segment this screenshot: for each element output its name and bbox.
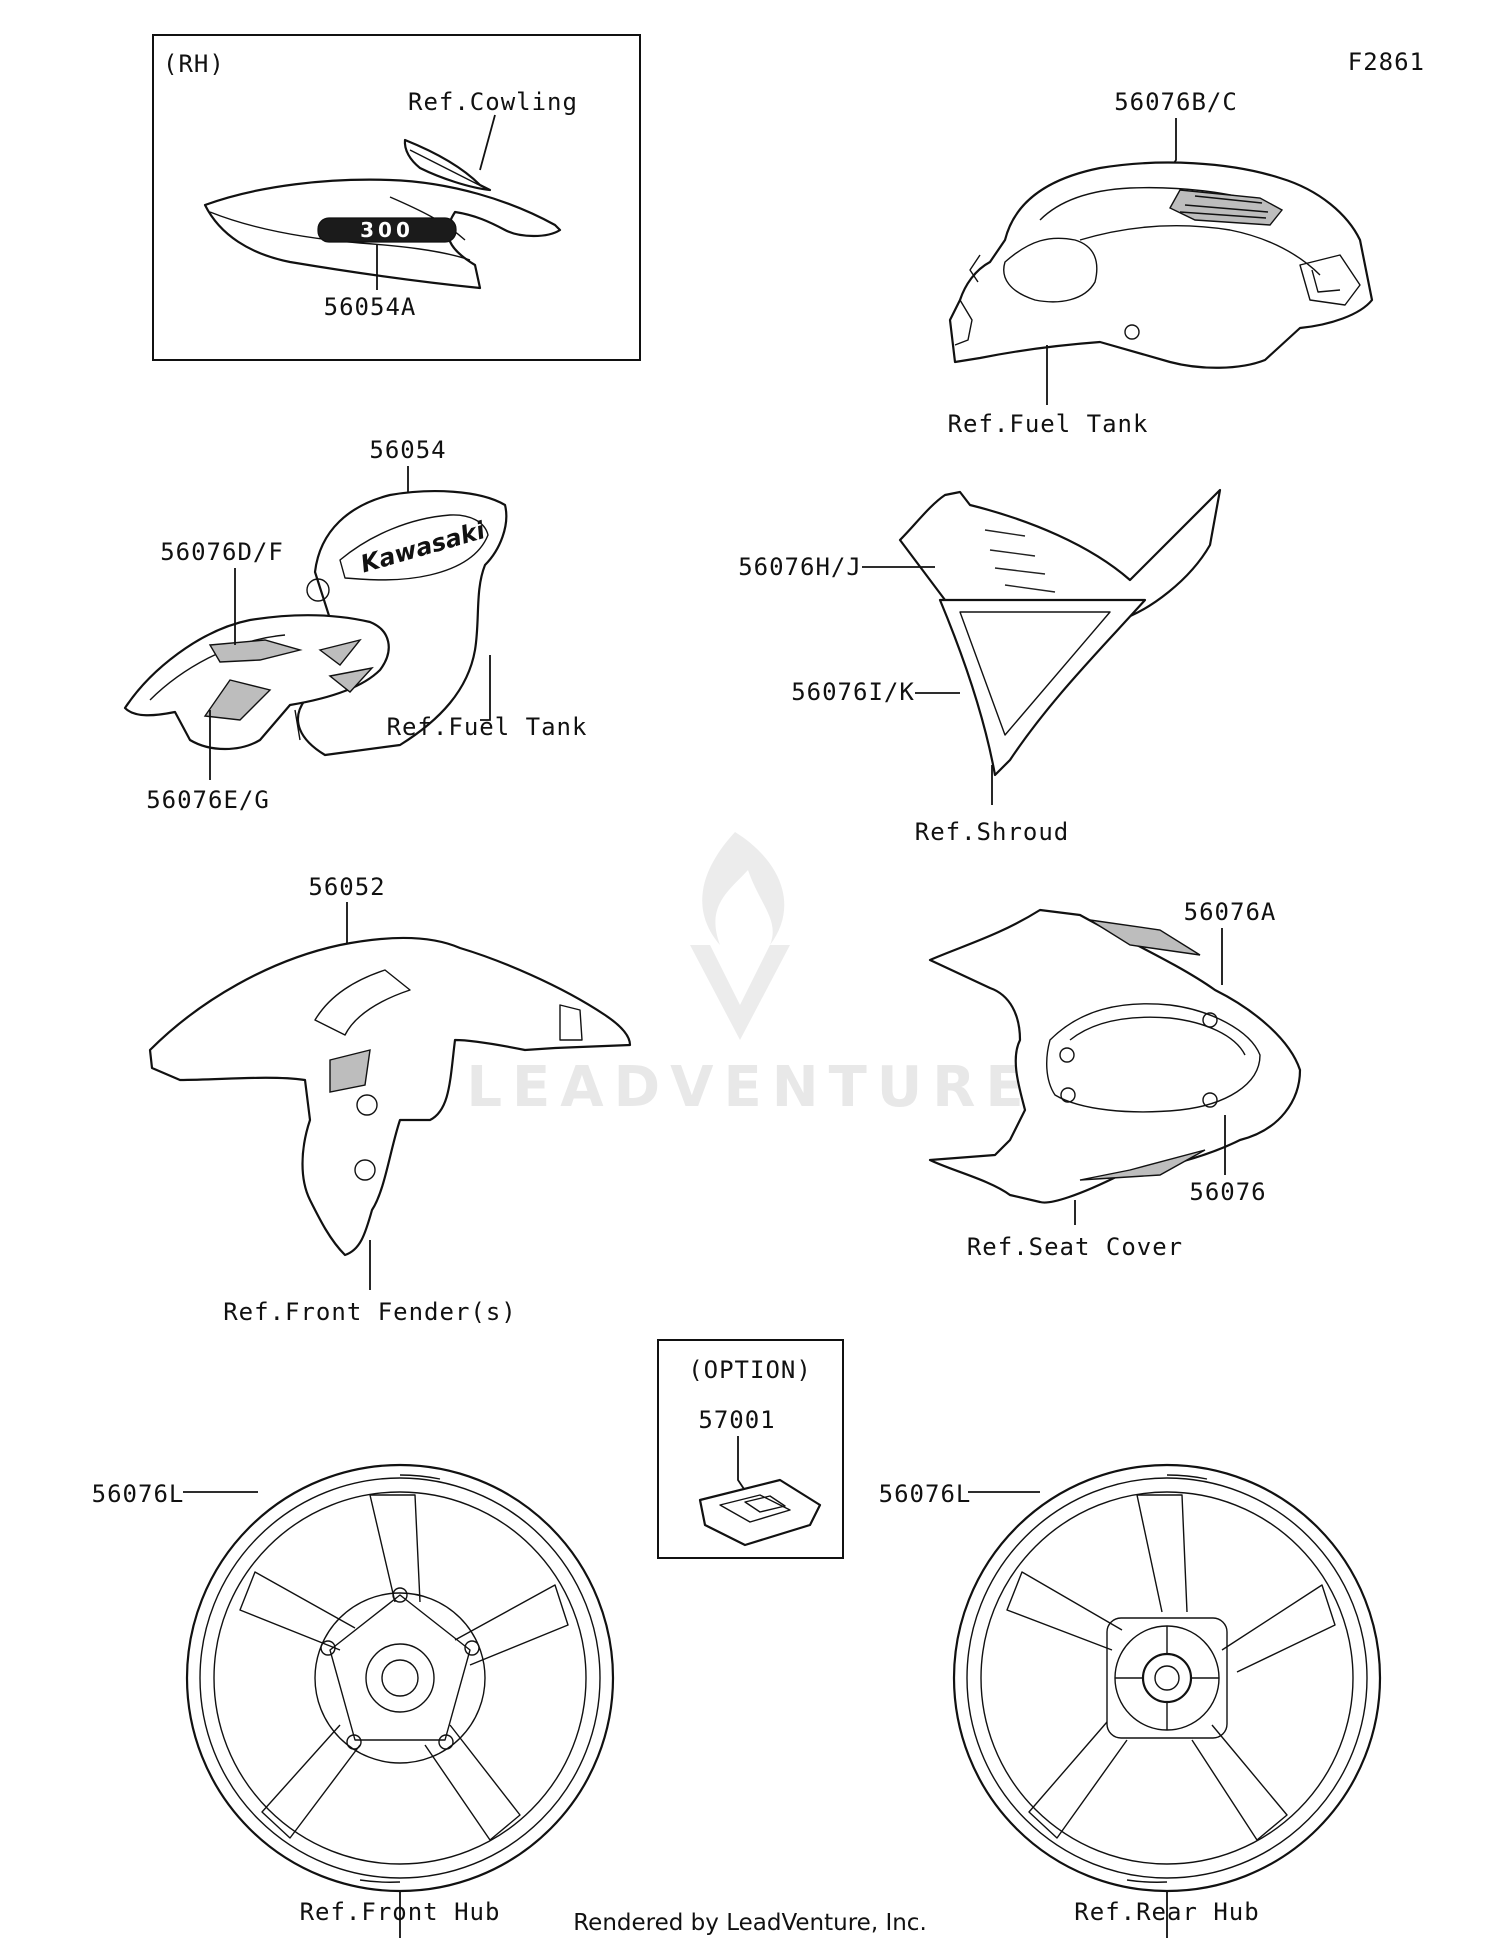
rh-part-56054a-label: 56054A — [324, 293, 417, 321]
shroud-lower — [938, 598, 1147, 777]
rh-ref-cowling-leader — [479, 114, 496, 171]
rh-box-title: (RH) — [163, 50, 225, 78]
rh-box-group: (RH) Ref.Cowling 300 56054A — [152, 34, 641, 361]
decal-300-badge — [317, 217, 457, 243]
side-cover-part-56076df-label: 56076D/F — [160, 538, 284, 566]
rear-sprocket-hub — [1106, 1617, 1228, 1739]
footer-credit: Rendered by LeadVenture, Inc. — [573, 1910, 927, 1936]
rear-hub — [1141, 1652, 1193, 1704]
fuel-tank-part-label: 56076B/C — [1114, 88, 1238, 116]
seat-ref-label: Ref.Seat Cover — [967, 1233, 1183, 1261]
front-wheel-rim-outer — [185, 1463, 615, 1893]
shroud-part-56076hj-label: 56076H/J — [738, 553, 862, 581]
decal-z-graphic — [203, 679, 272, 721]
shroud-upper — [898, 488, 1222, 622]
seat-part-56076-label: 56076 — [1189, 1178, 1266, 1206]
front-brake-disc — [314, 1592, 486, 1764]
front-fender-ref-label: Ref.Front Fender(s) — [223, 1298, 517, 1326]
watermark: LEADVENTURE — [466, 832, 1033, 1120]
side-cover-part-56054-label: 56054 — [369, 436, 446, 464]
rh-ref-cowling-label: Ref.Cowling — [408, 88, 578, 116]
rh-box-frame — [152, 34, 641, 361]
fuel-tank-stripe-decal — [1169, 189, 1284, 226]
front-wheel-group: 56076L Ref.Front Hub — [92, 1463, 615, 1938]
svg-text:300: 300 — [360, 218, 414, 242]
front-fender-part-label: 56052 — [308, 873, 385, 901]
rear-wheel-group: 56076L Ref.Rear Hub — [879, 1463, 1382, 1938]
fuel-tank-group: 56076B/C Ref.Fuel Tank — [948, 88, 1374, 438]
shroud-group: 56076H/J 56076I/K Ref.Shroud — [738, 488, 1222, 846]
fuel-tank-ref-label: Ref.Fuel Tank — [948, 410, 1149, 438]
rear-wheel-part-label: 56076L — [879, 1480, 972, 1508]
seat-part-56076a-label: 56076A — [1184, 898, 1277, 926]
seat-decal-56076 — [1079, 1149, 1206, 1181]
diagram-code: F2861 — [1348, 48, 1425, 76]
shroud-part-56076ik-label: 56076I/K — [791, 678, 915, 706]
option-part-57001-label: 57001 — [698, 1406, 775, 1434]
seat-decal-56076a — [1089, 919, 1201, 956]
front-wheel-ref-label: Ref.Front Hub — [300, 1898, 501, 1926]
shroud-ref-label: Ref.Shroud — [915, 818, 1070, 846]
front-wheel-part-label: 56076L — [92, 1480, 185, 1508]
front-fender-body — [148, 936, 632, 1257]
front-hub — [365, 1643, 435, 1713]
side-cover-ref-label: Ref.Fuel Tank — [387, 713, 588, 741]
option-box-frame — [657, 1339, 844, 1559]
side-cover-group: 56054 Kawasaki 56076D/F 56076E/G Ref.Fue… — [123, 436, 588, 814]
option-box-group: (OPTION) 57001 — [657, 1339, 844, 1559]
front-fender-group: 56052 Ref.Front Fender(s) — [148, 873, 632, 1326]
rear-wheel-ref-label: Ref.Rear Hub — [1074, 1898, 1259, 1926]
watermark-text: LEADVENTURE — [466, 1055, 1033, 1120]
option-box-title: (OPTION) — [688, 1356, 812, 1384]
cowling-upper-panel — [403, 138, 492, 192]
seat-cover-group: 56076A 56076 Ref.Seat Cover — [928, 898, 1302, 1261]
seat-cover-inner-opening — [1046, 1003, 1261, 1113]
side-cover-part-56076eg-label: 56076E/G — [146, 786, 270, 814]
fender-decal-56052 — [329, 1049, 371, 1093]
